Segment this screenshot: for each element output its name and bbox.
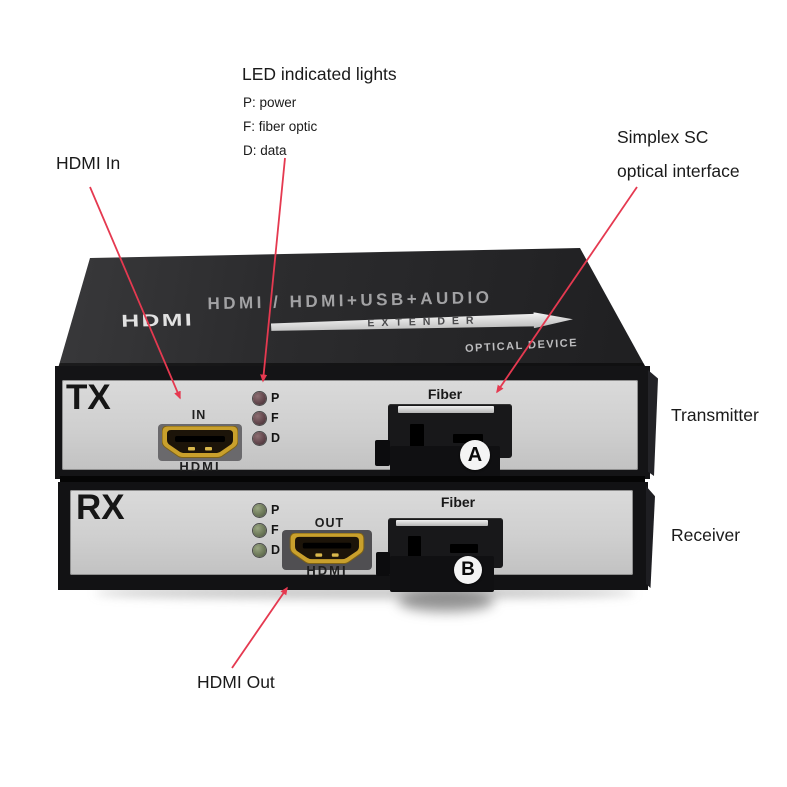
rx-led-data-dot (253, 544, 266, 557)
tx-led-fiber-letter: F (271, 411, 279, 425)
rx-side-face (646, 486, 655, 588)
rx-led-power-dot (253, 504, 266, 517)
tx-port-hdmi-caption: HDMI (179, 459, 221, 474)
label-hdmi-out: HDMI Out (197, 672, 275, 692)
rx-port-out-label: OUT (314, 516, 345, 530)
hdmi-out-port (289, 533, 365, 564)
unit-seam (60, 476, 645, 484)
tx-label: TX (66, 378, 111, 417)
tx-led-fiber-dot (253, 412, 266, 425)
label-hdmi-in: HDMI In (56, 153, 121, 173)
tx-led-data-dot (253, 432, 266, 445)
rx-led-fiber-letter: F (271, 523, 279, 537)
tx-sc-latch-slot (453, 434, 483, 443)
rx-port-hdmi-caption: HDMI (306, 563, 348, 578)
device-top-face: HDMI / HDMI+USB+AUDIO HDMI EXTENDER OPTI… (57, 248, 645, 372)
tx-side-face (648, 370, 658, 476)
rx-front-panel: RX P F D OUT HDMI Fiber (70, 488, 633, 578)
rx-connector-letter-badge: B (454, 556, 482, 584)
label-led-title: LED indicated lights (242, 64, 397, 84)
tx-chassis: TX IN HDMI P F D Fiber (55, 366, 650, 480)
arrow-hdmi-out (231, 586, 288, 669)
tx-connector-letter-badge: A (460, 440, 490, 470)
label-receiver: Receiver (671, 525, 741, 545)
tx-sc-ferrule-strip (398, 406, 494, 413)
tx-fiber-label: Fiber (427, 386, 463, 402)
rx-sc-ferrule-strip (396, 520, 488, 526)
label-transmitter: Transmitter (671, 405, 759, 425)
rx-sc-side-tab (376, 552, 390, 576)
rx-chassis: RX P F D OUT HDMI Fiber (58, 482, 648, 592)
tx-sc-side-tab (375, 440, 390, 466)
tx-led-power-letter: P (271, 391, 280, 405)
label-simplex-sc-line1: Simplex SC (617, 127, 709, 147)
rx-led-power-letter: P (271, 503, 280, 517)
rx-sc-latch-slot (450, 544, 478, 553)
label-led-fiber: F: fiber optic (243, 119, 318, 134)
rx-label: RX (76, 488, 125, 527)
tx-led-power-dot (253, 392, 266, 405)
tx-port-in-label: IN (191, 408, 207, 422)
extender-banner-text: EXTENDER (367, 314, 481, 330)
rx-led-data-letter: D (271, 543, 281, 557)
hdmi-logo: HDMI (121, 310, 195, 331)
label-led-power: P: power (243, 95, 297, 110)
hdmi-in-port (162, 426, 238, 458)
label-simplex-sc-line2: optical interface (617, 161, 740, 181)
optical-device-label: OPTICAL DEVICE (464, 337, 579, 355)
rx-fiber-label: Fiber (440, 494, 476, 510)
label-led-data: D: data (243, 143, 287, 158)
rx-led-fiber-dot (253, 524, 266, 537)
extender-banner: EXTENDER (271, 311, 573, 334)
tx-led-data-letter: D (271, 431, 281, 445)
tx-front-panel: TX IN HDMI P F D Fiber (62, 378, 638, 474)
top-panel-title: HDMI / HDMI+USB+AUDIO (207, 287, 493, 314)
connector-shadow (398, 590, 494, 612)
